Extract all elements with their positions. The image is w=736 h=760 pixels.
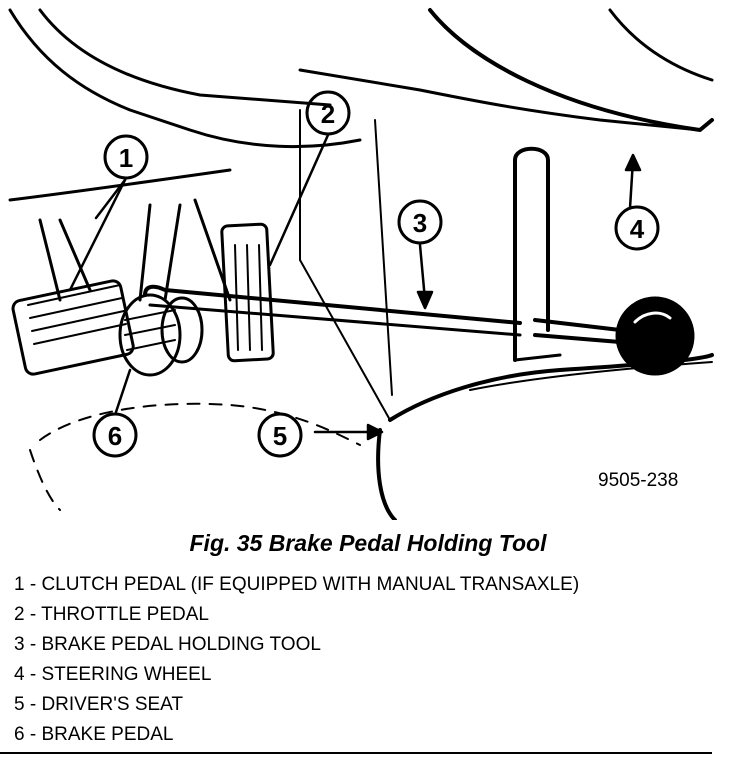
steering-wheel [428,8,714,132]
figure-code: 9505-238 [598,470,679,491]
legend-item: 5 - DRIVER'S SEAT [14,694,184,715]
figure-caption: Fig. 35 Brake Pedal Holding Tool [189,530,547,556]
throttle-pedal [193,198,275,363]
dash-lower-edge [38,8,332,107]
bottom-rule [0,752,712,754]
legend-item: 2 - THROTTLE PEDAL [14,604,209,625]
brake-pedal [118,203,204,377]
callout-1: 1 [119,143,133,173]
legend-item: 3 - BRAKE PEDAL HOLDING TOOL [14,634,321,655]
callout-circle-3 [397,199,443,245]
legend-item: 1 - CLUTCH PEDAL (IF EQUIPPED WITH MANUA… [14,574,580,595]
legend-item: 6 - BRAKE PEDAL [14,724,174,745]
column-edge [298,68,702,132]
callout-2: 2 [321,99,335,129]
pedal-illustration: 1 2 3 4 5 6 [8,8,714,520]
leader-lines [68,133,642,441]
callout-circle-6 [92,412,138,458]
legend-item: 4 - STEERING WHEEL [14,664,212,685]
tool-knob [615,296,695,376]
holding-tool [143,146,695,376]
callout-6: 6 [108,421,122,451]
callout-circle-4 [614,205,660,251]
dashboard-outline [8,8,362,149]
callout-5: 5 [273,421,287,451]
callout-circle-1 [103,134,149,180]
clutch-pedal [11,218,135,376]
legend-list: 1 - CLUTCH PEDAL (IF EQUIPPED WITH MANUA… [14,570,579,750]
callout-circle-2 [305,90,351,136]
callout-3: 3 [413,208,427,238]
callout-4: 4 [630,214,645,244]
driver-seat [376,353,714,520]
callout-circle-5 [257,412,303,458]
floor-mat [39,402,361,446]
